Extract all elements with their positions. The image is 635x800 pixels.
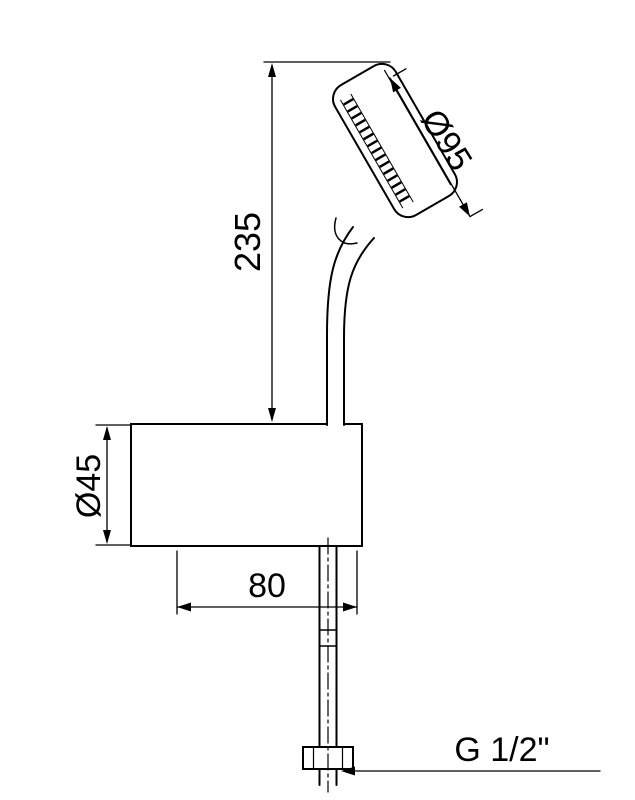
arrowhead-left-icon <box>177 602 191 612</box>
head-neck-detail-curve <box>334 217 358 245</box>
handle-fill <box>327 228 378 426</box>
dim-holder-diameter-label: Ø45 <box>70 454 108 518</box>
arrowhead-upleft-icon <box>390 78 401 93</box>
handle-left-edge <box>326 226 354 426</box>
drawing-root: 235 Ø95 Ø45 <box>70 61 601 793</box>
grip-band-top-line <box>350 93 414 203</box>
thread-label: G 1/2" <box>454 731 549 769</box>
arrowhead-down-icon <box>103 530 111 544</box>
arrowhead-left-icon <box>341 766 355 776</box>
dim-height: 235 <box>227 61 391 422</box>
arrowhead-up-icon <box>268 63 276 77</box>
handle-right-edge <box>343 237 375 426</box>
grip-band-bottom-line <box>340 99 404 209</box>
grip-band-hatching <box>343 98 411 204</box>
dim-height-label: 235 <box>227 212 268 272</box>
dim-holder-diameter: Ø45 <box>70 424 132 546</box>
dim-offset-label: 80 <box>248 567 286 605</box>
arrowhead-up-icon <box>103 426 111 440</box>
dim-offset: 80 <box>176 550 358 615</box>
shower-handle <box>326 226 378 426</box>
arrowhead-down-icon <box>268 408 276 422</box>
wall-bracket-body <box>130 423 363 547</box>
shower-head-outline <box>332 62 458 219</box>
dim-head-diameter-line <box>389 77 471 218</box>
arrowhead-downright-icon <box>459 202 470 217</box>
arrowhead-right-icon <box>343 602 357 612</box>
dim-head-diameter-extension-bottom <box>469 208 484 218</box>
bracket-outline <box>130 423 363 547</box>
dim-head-diameter-extension-top <box>392 68 407 77</box>
thread-callout: G 1/2" <box>341 731 601 776</box>
